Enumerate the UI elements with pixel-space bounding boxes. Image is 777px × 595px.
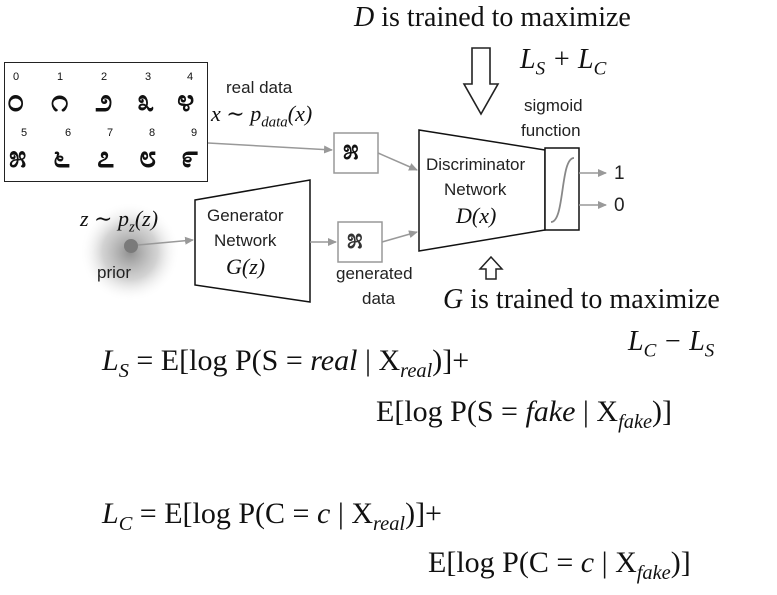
digit-glyph: ೨: [95, 83, 113, 118]
sample-to-disc-arrow: [381, 230, 418, 243]
prior-to-gen-arrow: [137, 236, 194, 246]
sigmoid-label-2: function: [521, 121, 581, 140]
d-objective-expr: LS + LC: [520, 44, 607, 80]
real-to-disc-arrow: [377, 152, 418, 171]
g-objective-text: is trained to maximize: [463, 284, 720, 315]
digit-label: 0: [13, 71, 20, 83]
generator-function: G(z): [226, 254, 266, 279]
output-high-label: 1: [614, 163, 625, 184]
real-data-arrow: [207, 142, 333, 154]
d-objective-text: is trained to maximize: [374, 2, 631, 33]
digit-label: 4: [187, 71, 194, 83]
digit-glyph: ೧: [51, 83, 69, 118]
real-data-distribution: x ∼ pdata(x): [211, 101, 313, 131]
lc-equation-line2: E[log P(C = c | Xfake)]: [428, 546, 691, 584]
real-data-label: real data: [226, 78, 293, 97]
digit-label: 9: [191, 127, 198, 139]
generator-title: Generator: [207, 206, 284, 225]
digit-glyph: ೬: [53, 139, 71, 174]
digit-sample-panel: 0 1 2 3 4 ೦ ೧ ೨ ೩ ೪ 5 6 7 8 9 ೫ ೬ ೭ ೮ ೯: [4, 62, 208, 182]
digit-label: 2: [101, 71, 108, 83]
digit-label: 6: [65, 127, 72, 139]
generator-subtitle: Network: [214, 231, 277, 250]
discriminator-subtitle: Network: [444, 180, 507, 199]
ls-equation-line2: E[log P(S = fake | Xfake)]: [376, 395, 673, 433]
generator-shape: [194, 179, 311, 303]
g-var: G: [443, 284, 464, 315]
generated-data-label-2: data: [362, 289, 396, 308]
sigmoid-curve: [550, 157, 575, 223]
d-objective-title: D is trained to maximize: [354, 2, 631, 34]
digit-label: 7: [107, 127, 114, 139]
discriminator-function: D(x): [456, 203, 497, 228]
digit-label: 5: [21, 127, 28, 139]
digit-glyph: ೫: [9, 139, 27, 174]
discriminator-title: Discriminator: [426, 155, 526, 174]
digit-glyph: ೯: [181, 139, 199, 174]
output-low-label: 0: [614, 195, 625, 216]
digit-label: 1: [57, 71, 64, 83]
lc-equation-line1: LC = E[log P(C = c | Xreal)]+: [102, 497, 442, 535]
digit-label: 8: [149, 127, 156, 139]
prior-dot: [124, 239, 138, 253]
g-objective-title: G is trained to maximize: [443, 284, 720, 316]
g-objective-expr: LC − LS: [628, 326, 715, 362]
digit-label: 3: [145, 71, 152, 83]
digit-glyph: ೪: [177, 83, 195, 118]
g-objective-arrow: [478, 255, 504, 280]
digit-glyph: ೭: [97, 139, 115, 174]
sigmoid-label: sigmoid: [524, 96, 583, 115]
generated-sample-glyph: ೫: [347, 222, 363, 255]
d-objective-arrow: [462, 47, 500, 116]
digit-glyph: ೩: [137, 83, 155, 118]
prior-distribution: z ∼ pz(z): [80, 206, 159, 236]
generated-sample-box: [337, 221, 383, 263]
generated-data-label: generated: [336, 264, 413, 283]
ls-equation-line1: LS = E[log P(S = real | Xreal)]+: [102, 344, 470, 382]
real-sample-glyph: ೫: [343, 133, 359, 166]
prior-label: prior: [97, 263, 132, 282]
real-sample-box: [333, 132, 379, 174]
d-var: D: [354, 2, 375, 33]
digit-glyph: ೮: [139, 139, 157, 174]
digit-glyph: ೦: [7, 83, 25, 118]
